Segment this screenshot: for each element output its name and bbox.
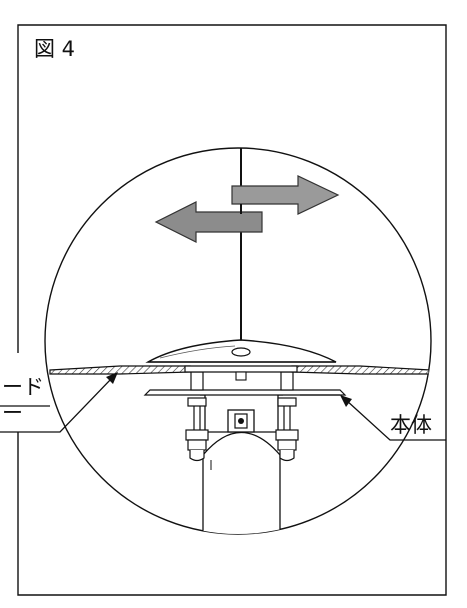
body-plate — [143, 389, 347, 396]
callout-left-bottom: ー — [2, 401, 23, 425]
figure-frame — [17, 24, 447, 596]
shade-leader-line — [0, 377, 113, 433]
right-bolt — [275, 371, 299, 462]
canopy-center-hole — [231, 347, 251, 357]
magnified-contents — [49, 148, 431, 534]
rotate-left-arrow — [154, 201, 263, 243]
canopy-disc-shine — [159, 345, 236, 359]
callout-right: 本体 — [390, 413, 432, 437]
body-leader-line — [345, 399, 446, 441]
callout-left-top: ード — [2, 375, 44, 399]
shade-cross-section — [49, 365, 191, 375]
center-screw — [235, 371, 247, 381]
shade-center-plate — [184, 365, 298, 373]
body-leader-arrowhead — [340, 395, 352, 407]
terminal-screw-head — [238, 418, 244, 424]
rotate-right-arrow — [231, 175, 340, 215]
shade-cross-section-right — [291, 365, 431, 375]
shade-leader-arrowhead — [106, 372, 118, 384]
body-cylinder — [202, 432, 281, 534]
figure-title: 図 4 — [34, 37, 75, 61]
